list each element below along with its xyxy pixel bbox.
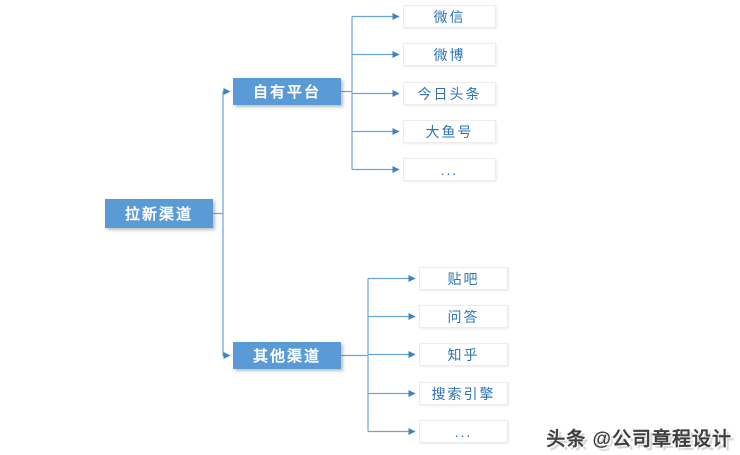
node-leaf-wechat: 微信 (403, 5, 496, 28)
toutiao-watermark: 头条 @公司章程设计 (546, 429, 732, 450)
node-leaf-more-other: ... (419, 420, 508, 443)
node-branch-other-channels: 其他渠道 (233, 342, 341, 369)
node-leaf-qa: 问答 (419, 305, 508, 328)
node-branch-own-platforms: 自有平台 (233, 78, 341, 105)
node-root: 拉新渠道 (105, 199, 213, 228)
node-leaf-toutiao: 今日头条 (403, 82, 496, 105)
node-leaf-weibo: 微博 (403, 43, 496, 66)
node-leaf-zhihu: 知乎 (419, 343, 508, 366)
node-leaf-dayuhao: 大鱼号 (403, 120, 496, 143)
node-leaf-search-engine: 搜索引擎 (419, 382, 508, 405)
node-leaf-tieba: 贴吧 (419, 267, 508, 290)
node-leaf-more-own: ... (403, 158, 496, 181)
